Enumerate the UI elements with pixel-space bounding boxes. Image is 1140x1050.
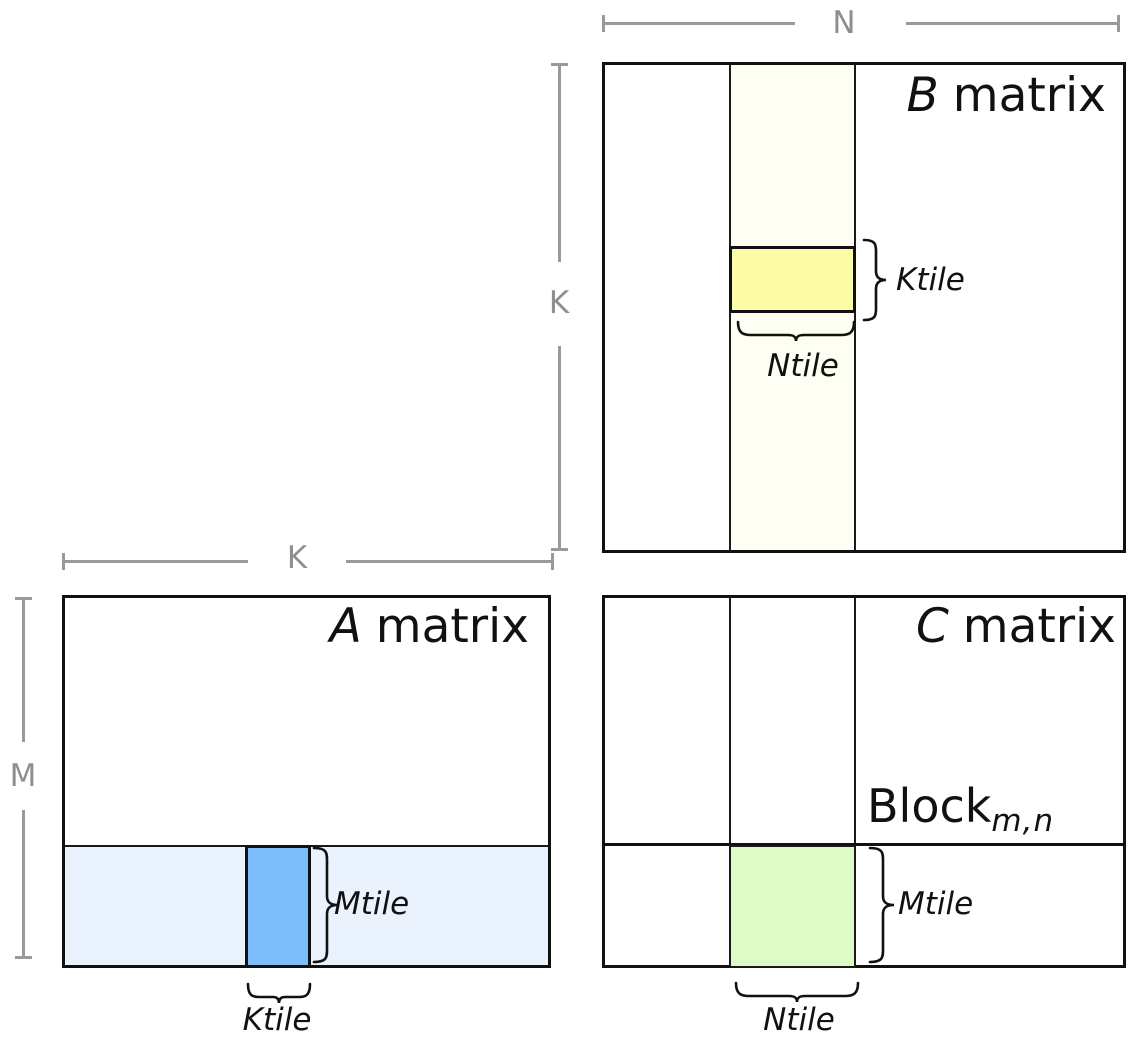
b-ntile-underbrace <box>736 320 856 342</box>
b-ktile-ntile-tile <box>729 246 856 313</box>
m-line-bottom-tick <box>15 956 32 959</box>
k-hline-right-tick <box>551 553 554 570</box>
a-ktile-underbrace <box>246 982 312 1004</box>
c-block-label-subscript: m,n <box>991 803 1055 839</box>
k-vline-bottom-segment <box>558 346 561 550</box>
k-hline-left-tick <box>62 553 65 570</box>
b-matrix-title-word: matrix <box>952 68 1106 123</box>
k-hline-left-segment <box>63 560 248 563</box>
b-matrix-title-letter: B <box>906 68 939 123</box>
c-matrix-title-letter: C <box>915 599 949 654</box>
n-line-left-tick <box>602 15 605 32</box>
n-dimension-label: N <box>832 5 856 41</box>
b-ntile-label: Ntile <box>767 348 839 384</box>
a-mtile-brace <box>312 846 339 964</box>
c-block-label-text: Block <box>867 779 992 833</box>
k-vline-top-tick <box>551 63 568 66</box>
m-line-top-segment <box>22 598 25 742</box>
k-vline-bottom-tick <box>551 548 568 551</box>
k-vline-top-segment <box>558 64 561 262</box>
k-hline-right-segment <box>346 560 552 563</box>
k-horizontal-label: K <box>286 540 308 576</box>
a-matrix-title-word: matrix <box>375 599 529 654</box>
n-line-right-tick <box>1117 15 1120 32</box>
c-mtile-brace <box>868 846 895 964</box>
c-matrix-row-divider <box>602 843 1126 846</box>
c-matrix-title-word: matrix <box>962 599 1116 654</box>
b-matrix-outline <box>602 62 1126 553</box>
n-line-left-segment <box>603 22 795 25</box>
m-dimension-label: M <box>9 758 37 794</box>
a-matrix-title-letter: A <box>329 599 362 654</box>
b-ktile-label: Ktile <box>896 262 965 298</box>
a-mtile-label: Mtile <box>334 886 410 922</box>
c-matrix-column-line-left <box>729 595 731 968</box>
c-ntile-label: Ntile <box>763 1002 835 1038</box>
c-mtile-label: Mtile <box>898 886 974 922</box>
a-mtile-ktile-tile <box>245 845 311 968</box>
c-matrix-column-line-right <box>854 595 856 968</box>
b-ktile-brace <box>862 238 887 322</box>
c-block-label: Blockm,n <box>867 780 1054 847</box>
a-ktile-label: Ktile <box>242 1002 312 1038</box>
n-line-right-segment <box>906 22 1119 25</box>
c-ntile-underbrace <box>734 981 860 1003</box>
c-matrix-outline <box>602 595 1126 968</box>
m-line-bottom-segment <box>22 810 25 958</box>
c-mtile-ntile-tile <box>729 845 856 968</box>
m-line-top-tick <box>15 597 32 600</box>
k-vertical-label: K <box>548 285 570 321</box>
